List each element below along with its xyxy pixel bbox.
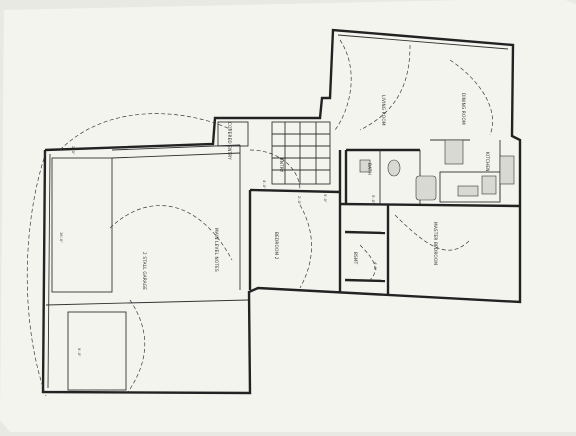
dimension-garage-bottom: 9'-0": [77, 348, 81, 357]
room-label-bedroom2: BEDROOM 2: [274, 232, 279, 260]
fixtures: [359, 139, 515, 201]
room-label-covered-entry: COVERED ENTRY: [227, 122, 232, 160]
dimension-hall-c: 5'-0": [323, 194, 327, 203]
room-label-kitchen: KITCHEN: [485, 152, 490, 172]
stairs: [217, 121, 331, 185]
room-label-notes: MAIN LEVEL NOTES: [214, 228, 219, 272]
exterior-walls: [41, 28, 522, 395]
room-label-living: LIVING ROOM: [381, 95, 386, 126]
room-label-garage: 2 STALL GARAGE: [142, 252, 147, 290]
dimension-hall-b: 2'-0": [297, 196, 301, 205]
dimension-garage-left: 16'-0": [59, 232, 63, 243]
room-label-master: MASTER BEDROOM: [433, 222, 438, 265]
dimension-hall-a: 4'-0": [262, 180, 266, 189]
dimension-garage-top: 2'-0": [71, 146, 75, 155]
garage: [45, 144, 249, 391]
room-label-bsmt: BSMT: [353, 252, 358, 265]
room-label-dining: DINING ROOM: [461, 93, 466, 125]
room-label-bath: BATH: [367, 163, 372, 175]
room-label-entry: ENTRY: [279, 158, 284, 173]
dimension-closet: 4'-0": [373, 262, 377, 271]
dimension-bath: 5'-0": [371, 195, 375, 204]
electrical-runs: [26, 39, 493, 397]
